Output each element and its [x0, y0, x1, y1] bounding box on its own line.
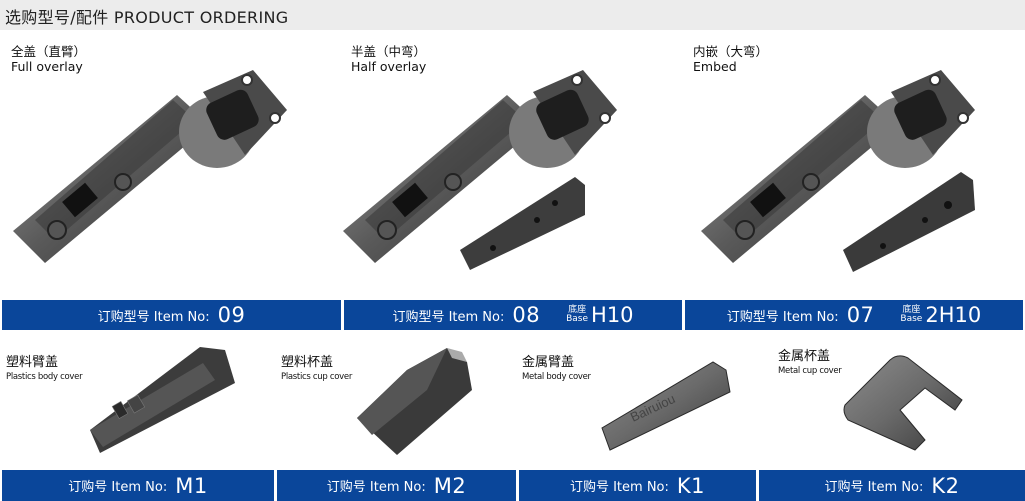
accessory-label-m2: 塑料杯盖 Plastics cup cover	[281, 354, 352, 383]
accessory-label-k1: 金属臂盖 Metal body cover	[522, 354, 591, 383]
item-bar-m1: 订购号 Item No: M1	[2, 470, 274, 501]
variant-zh: 全盖（直臂）	[11, 44, 87, 59]
base-label: 底座 Base	[566, 306, 588, 324]
item-bar-k1: 订购号 Item No: K1	[519, 470, 756, 501]
base-code: H10	[591, 303, 634, 327]
base-label-zh: 底座	[568, 305, 587, 315]
hinge-full-overlay-image	[13, 70, 287, 266]
variant-zh: 半盖（中弯）	[351, 44, 427, 59]
item-bar-08: 订购型号 Item No: 08 底座 Base H10	[344, 300, 682, 330]
metal-body-cover-image: Bairuiou	[601, 361, 731, 451]
variant-en: Full overlay	[11, 59, 83, 74]
item-code: 07	[846, 303, 875, 327]
page-title: 选购型号/配件 PRODUCT ORDERING	[5, 8, 289, 27]
item-prefix: 订购型号 Item No:	[726, 309, 839, 325]
variant-label-embed: 内嵌（大弯） Embed	[693, 44, 768, 74]
item-bar-07: 订购型号 Item No: 07 底座 Base 2H10	[685, 300, 1023, 330]
item-code: K2	[931, 473, 960, 498]
accessory-en: Plastics body cover	[6, 372, 83, 382]
item-code: K1	[676, 473, 706, 498]
plastics-body-cover-image	[90, 347, 235, 453]
accessory-zh: 金属杯盖	[778, 349, 831, 364]
hinge-embed-image	[701, 70, 975, 272]
variant-label-half-overlay: 半盖（中弯） Half overlay	[351, 44, 426, 74]
accessory-zh: 金属臂盖	[522, 355, 575, 370]
base-label-en: Base	[566, 314, 589, 324]
variant-label-full-overlay: 全盖（直臂） Full overlay	[11, 44, 86, 74]
accessory-zh: 塑料杯盖	[281, 355, 334, 370]
plastics-cup-cover-image	[357, 348, 472, 455]
section-header: 选购型号/配件 PRODUCT ORDERING	[0, 0, 1025, 30]
item-bar-m2: 订购号 Item No: M2	[277, 470, 516, 501]
base-label: 底座 Base	[900, 306, 922, 324]
base-label-zh: 底座	[902, 305, 921, 315]
item-bar-k2: 订购号 Item No: K2	[759, 470, 1025, 501]
variant-zh: 内嵌（大弯）	[693, 44, 769, 59]
accessory-zh: 塑料臂盖	[6, 355, 59, 370]
item-code: M2	[433, 473, 467, 498]
hinge-half-overlay-image	[343, 70, 617, 270]
item-prefix: 订购号 Item No:	[326, 480, 426, 495]
accessory-en: Metal cup cover	[778, 366, 842, 376]
accessory-label-m1: 塑料臂盖 Plastics body cover	[6, 354, 83, 383]
item-prefix: 订购号 Item No:	[68, 480, 168, 495]
base-label-en: Base	[900, 314, 923, 324]
accessory-en: Metal body cover	[522, 372, 591, 382]
item-prefix: 订购型号 Item No:	[97, 309, 210, 325]
item-prefix: 订购号 Item No:	[824, 480, 924, 495]
item-prefix: 订购号 Item No:	[569, 480, 669, 495]
item-prefix: 订购型号 Item No:	[392, 309, 505, 325]
base-code: 2H10	[925, 303, 982, 327]
item-code: M1	[175, 473, 208, 498]
accessory-label-k2: 金属杯盖 Metal cup cover	[778, 348, 842, 377]
item-code: 09	[217, 303, 246, 327]
item-code: 08	[512, 303, 541, 327]
variant-en: Half overlay	[351, 59, 427, 74]
variant-en: Embed	[693, 59, 737, 74]
accessory-en: Plastics cup cover	[281, 372, 353, 382]
item-bar-09: 订购型号 Item No: 09	[2, 300, 341, 330]
metal-cup-cover-image	[843, 355, 963, 451]
